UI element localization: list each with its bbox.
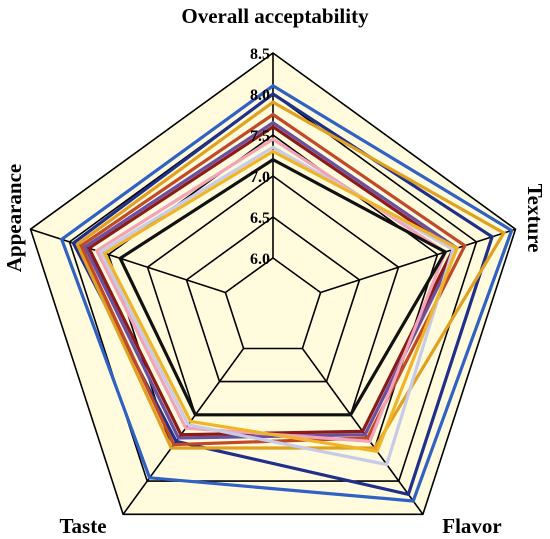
grid-ring (185, 216, 361, 383)
series-line (102, 149, 460, 454)
axis-labels: Overall acceptability Texture Flavor Tas… (2, 4, 547, 538)
axis-label-appearance: Appearance (2, 164, 26, 273)
series-line (98, 145, 456, 467)
tick-label: 7.0 (250, 169, 270, 186)
grid-ring (29, 52, 517, 516)
tick-labels: 6.0 6.5 7.0 7.5 8.0 8.5 (250, 46, 270, 268)
series-line (75, 100, 507, 450)
axis-spoke (122, 347, 245, 515)
grid-ring (224, 257, 322, 350)
series-line (83, 120, 460, 440)
grid-ring (68, 93, 478, 482)
tick-label: 8.5 (250, 46, 270, 63)
tick-label: 6.0 (250, 251, 270, 268)
axis-label-taste: Taste (59, 514, 106, 538)
axis-label-overall-acceptability: Overall acceptability (181, 4, 369, 28)
tick-label: 7.5 (250, 128, 270, 145)
series-line (71, 92, 495, 497)
series-line (118, 157, 448, 417)
axis-label-flavor: Flavor (442, 514, 501, 538)
axis-label-texture: Texture (523, 184, 547, 253)
series-group (59, 83, 514, 503)
tick-label: 8.0 (250, 87, 270, 104)
tick-label: 6.5 (250, 210, 270, 227)
axis-spoke (320, 228, 516, 294)
series-line (59, 83, 514, 503)
